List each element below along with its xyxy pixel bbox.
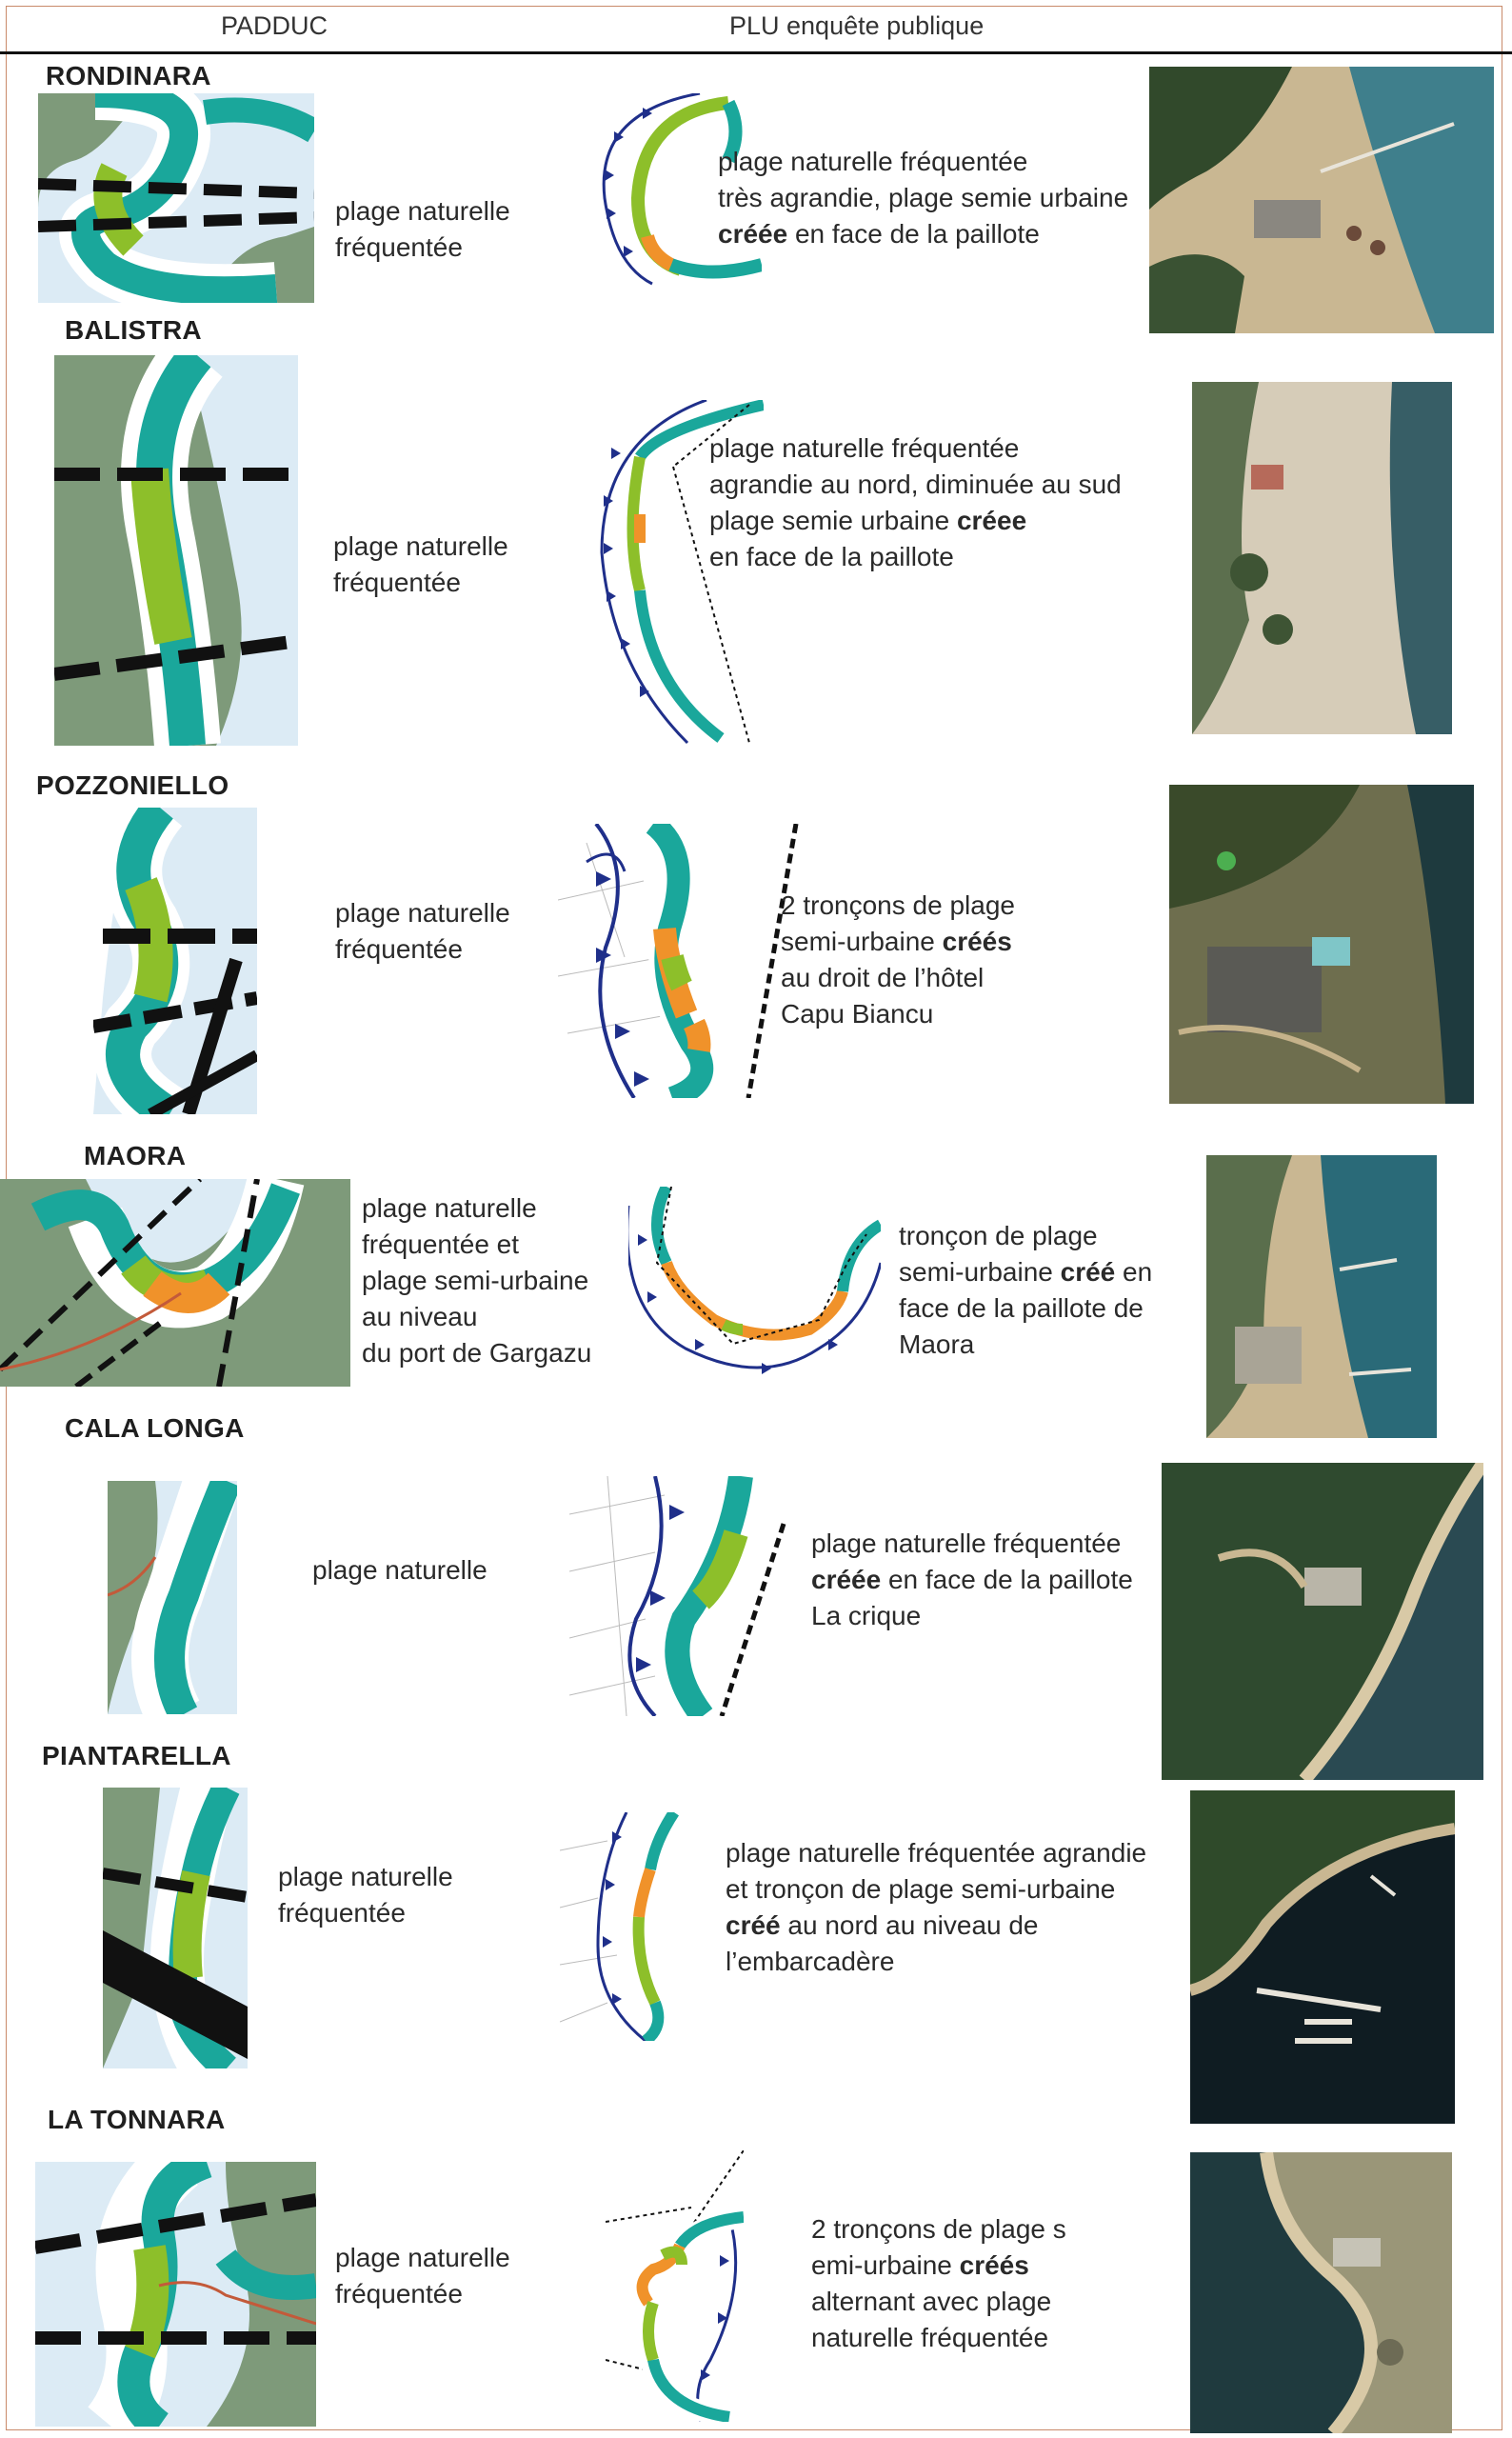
site-name: POZZONIELLO [36, 770, 229, 800]
site-name: LA TONNARA [48, 2105, 226, 2134]
plu-map [583, 400, 764, 748]
padduc-description: plage naturelle fréquentée [335, 898, 510, 964]
aerial-photo [1190, 1790, 1455, 2124]
padduc-map [38, 93, 314, 303]
plu-description: plage naturelle fréquentée agrandie et t… [726, 1838, 1147, 1976]
padduc-map [54, 355, 298, 746]
plu-map [560, 1812, 682, 2041]
site-name: BALISTRA [65, 315, 202, 345]
aerial-photo [1206, 1155, 1437, 1438]
plu-description: 2 tronçons de plage semi-urbaine créés a… [781, 890, 1015, 1029]
column-title-padduc: PADDUC [221, 11, 328, 40]
padduc-description: plage naturelle fréquentée [335, 2243, 510, 2308]
padduc-description: plage naturelle [312, 1555, 487, 1585]
site-name: CALA LONGA [65, 1413, 245, 1443]
plu-map [586, 93, 762, 289]
plu-map [628, 1187, 881, 1394]
padduc-map [0, 1179, 350, 1387]
aerial-photo [1169, 785, 1474, 1104]
site-name: MAORA [84, 1141, 187, 1170]
plu-description: 2 tronçons de plage s emi-urbaine créés … [811, 2214, 1066, 2352]
aerial-photo [1190, 2152, 1452, 2433]
header-rule [0, 51, 1512, 54]
plu-description: tronçon de plage semi-urbaine créé en fa… [899, 1221, 1153, 1359]
site-name: RONDINARA [46, 61, 211, 90]
plu-map [569, 1476, 792, 1716]
padduc-map [108, 1481, 237, 1714]
plu-map [558, 824, 806, 1098]
plu-description: plage naturelle fréquentée créée en face… [811, 1529, 1133, 1630]
plu-description: plage naturelle fréquentée agrandie au n… [709, 433, 1122, 571]
padduc-map [93, 808, 257, 1114]
padduc-description: plage naturelle fréquentée [333, 531, 508, 597]
plu-map [606, 2150, 744, 2422]
padduc-map [103, 1788, 248, 2068]
site-name: PIANTARELLA [42, 1741, 231, 1770]
aerial-photo [1149, 67, 1494, 333]
aerial-photo [1192, 382, 1452, 734]
plu-description: plage naturelle fréquentée très agrandie… [718, 147, 1129, 249]
padduc-description: plage naturelle fréquentée et plage semi… [362, 1193, 592, 1368]
column-title-plu: PLU enquête publique [729, 11, 985, 40]
padduc-map [35, 2162, 316, 2427]
padduc-description: plage naturelle fréquentée [278, 1862, 453, 1928]
header: PADDUC PLU enquête publique [0, 0, 1512, 52]
aerial-photo [1162, 1463, 1483, 1780]
padduc-description: plage naturelle fréquentée [335, 196, 510, 262]
